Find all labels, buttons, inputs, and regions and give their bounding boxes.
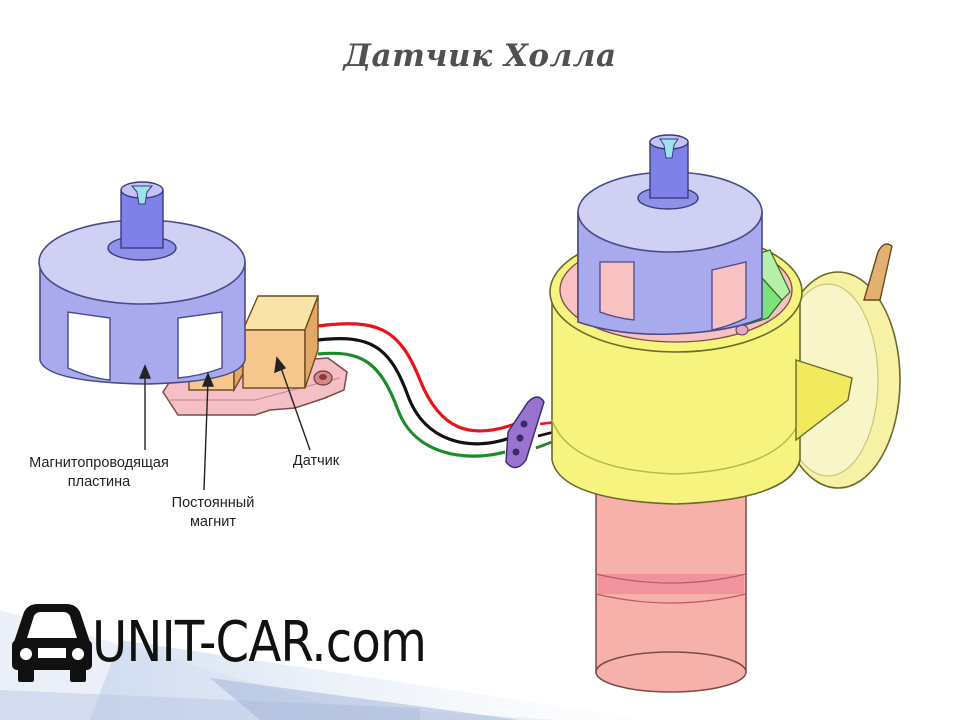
rotor-window-right: [177, 311, 223, 379]
sensor-wires: [317, 322, 516, 458]
hall-sensor-block: [241, 295, 320, 389]
slide-title: Датчик Холла: [343, 38, 617, 74]
leader-lines: [138, 356, 311, 491]
wire-connector: [505, 396, 557, 469]
distributor-rotor-window-right: [711, 261, 747, 331]
distributor-rotor-window-left: [599, 261, 635, 321]
rotor-window-left: [67, 311, 111, 381]
distributor: [549, 134, 901, 693]
label-magnetic-plate: Магнитопроводящая пластина: [14, 454, 184, 492]
label-sensor: Датчик: [276, 452, 356, 471]
label-magnetic-plate-line2: пластина: [67, 474, 131, 490]
decorative-rays: [0, 610, 640, 720]
car-icon: [12, 604, 92, 682]
label-permanent-magnet-line1: Постоянный: [171, 495, 255, 511]
brand-logo-text: UNIT-CAR.com: [92, 610, 427, 675]
label-magnetic-plate-line1: Магнитопроводящая: [29, 455, 169, 471]
label-permanent-magnet: Постоянный магнит: [158, 494, 268, 532]
left-assembly: [38, 181, 516, 491]
distributor-rotor: [577, 134, 763, 336]
label-permanent-magnet-line2: магнит: [189, 514, 237, 530]
rotor-cup: [38, 181, 246, 385]
label-sensor-text: Датчик: [292, 453, 340, 469]
